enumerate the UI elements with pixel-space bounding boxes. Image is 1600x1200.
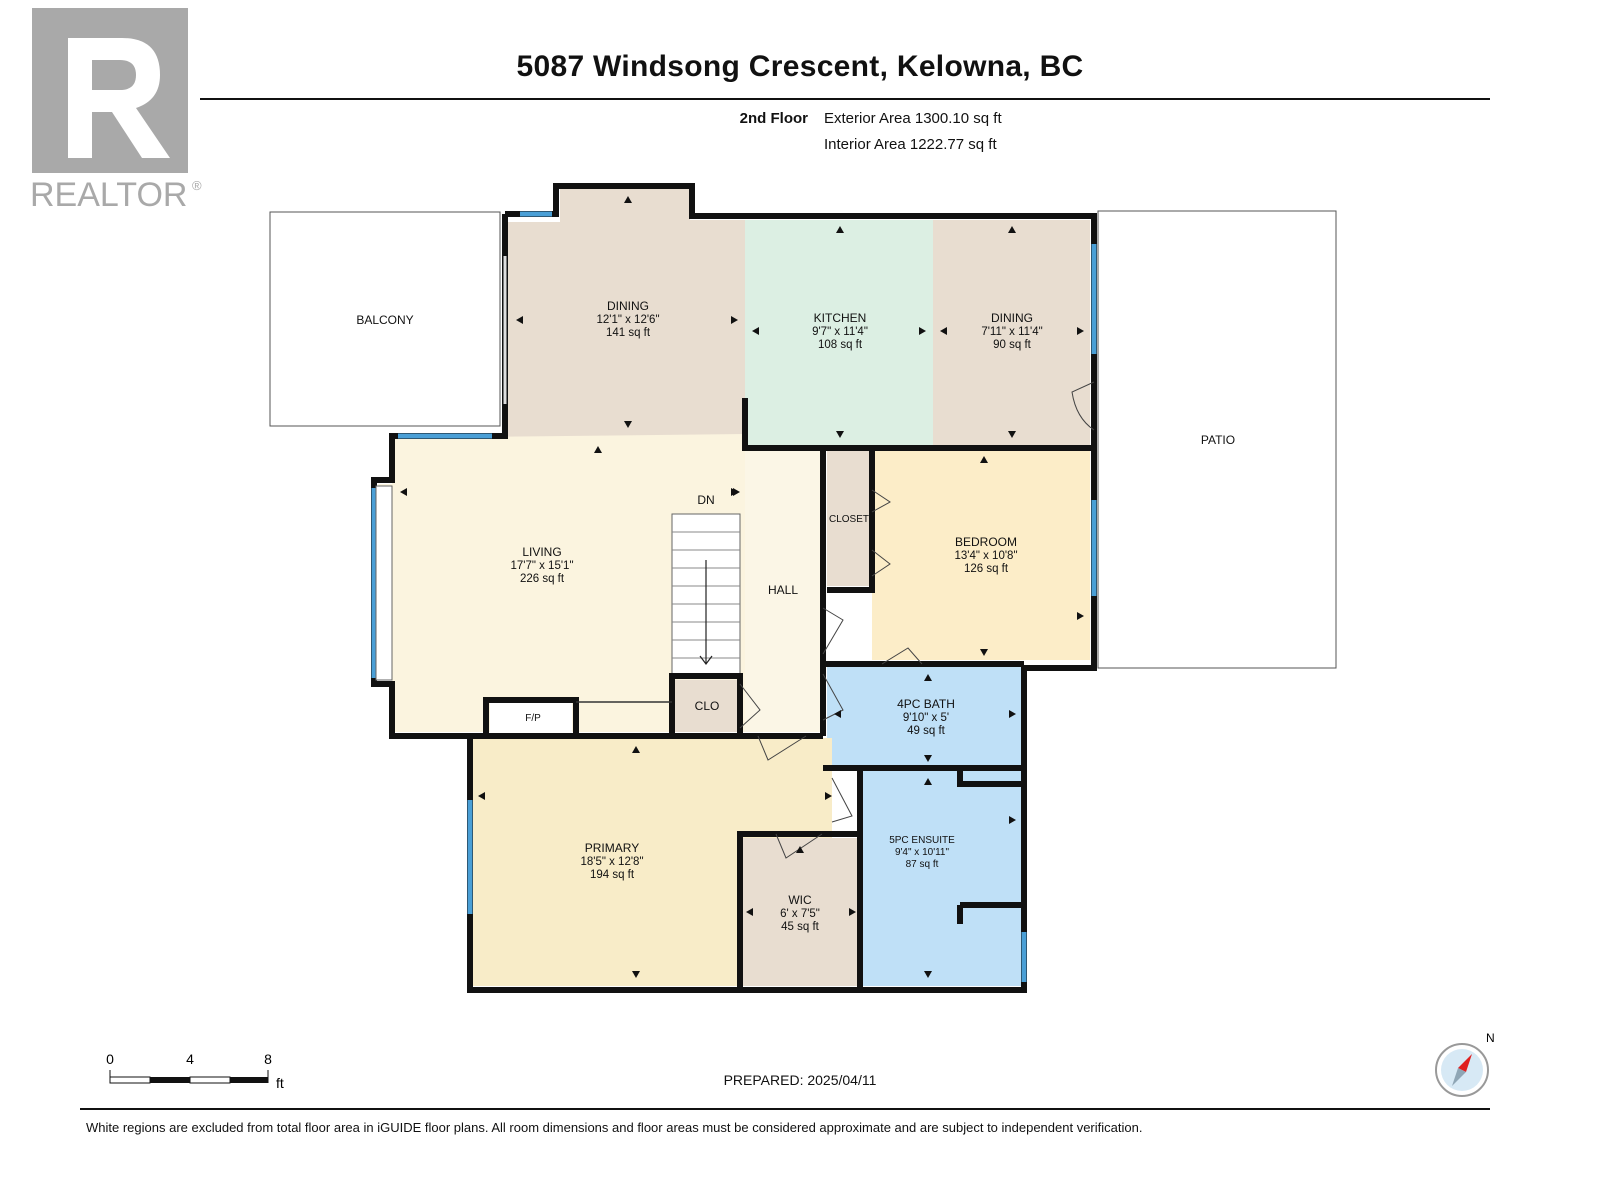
- bath-fill: [827, 666, 1021, 766]
- compass-north-label: N: [1486, 1031, 1495, 1045]
- stairs-down-label: DN: [697, 493, 714, 507]
- bedroom-fill: [872, 450, 1090, 660]
- footer-note: White regions are excluded from total fl…: [86, 1120, 1143, 1135]
- kitchen-fill: [745, 220, 933, 446]
- dining-room-fill: [505, 186, 745, 438]
- scale-bar: 0 4 8 ft: [106, 1051, 284, 1091]
- compass-icon: N: [1435, 1031, 1495, 1097]
- ensuite-area: 87 sq ft: [906, 859, 939, 870]
- hall-fill: [745, 446, 823, 732]
- realtor-logo: REALTOR ®: [30, 8, 210, 218]
- page-title: 5087 Windsong Crescent, Kelowna, BC: [516, 50, 1084, 83]
- living-dims: 17'7" x 15'1": [510, 560, 573, 572]
- footer-rule: [80, 1108, 1490, 1110]
- dining-nook-label: DINING: [991, 311, 1033, 325]
- kitchen-label: KITCHEN: [814, 311, 867, 325]
- dining-nook-area: 90 sq ft: [993, 339, 1032, 351]
- dining-dims: 12'1" x 12'6": [596, 314, 659, 326]
- floor-label: 2nd Floor: [739, 110, 808, 127]
- scale-tick-8: 8: [264, 1051, 272, 1067]
- hall-label: HALL: [768, 583, 798, 597]
- bedroom-label: BEDROOM: [955, 535, 1017, 549]
- ensuite-label: 5PC ENSUITE: [889, 835, 955, 846]
- bath-area: 49 sq ft: [907, 725, 946, 737]
- wic-area: 45 sq ft: [781, 921, 820, 933]
- wic-dims: 6' x 7'5": [780, 908, 820, 920]
- dining-label: DINING: [607, 299, 649, 313]
- fireplace-label: F/P: [525, 713, 541, 724]
- patio-label: PATIO: [1201, 433, 1235, 447]
- interior-area: Interior Area 1222.77 sq ft: [824, 136, 997, 153]
- primary-area: 194 sq ft: [590, 869, 635, 881]
- closet-label: CLOSET: [829, 514, 869, 525]
- living-label: LIVING: [522, 545, 561, 559]
- kitchen-area: 108 sq ft: [818, 339, 863, 351]
- scale-tick-4: 4: [186, 1051, 194, 1067]
- dining-nook-fill: [933, 220, 1090, 446]
- wic-fill: [740, 838, 860, 986]
- living-area: 226 sq ft: [520, 573, 565, 585]
- dimension-markers: [400, 196, 1084, 978]
- dining-area: 141 sq ft: [606, 327, 651, 339]
- bedroom-dims: 13'4" x 10'8": [954, 550, 1017, 562]
- dining-nook-dims: 7'11" x 11'4": [981, 326, 1042, 338]
- kitchen-dims: 9'7" x 11'4": [812, 326, 868, 338]
- stairs: [671, 513, 741, 675]
- bath-label: 4PC BATH: [897, 697, 955, 711]
- header-rule: [200, 98, 1490, 100]
- realtor-logo-registered: ®: [192, 178, 202, 193]
- realtor-logo-mark: REALTOR ®: [30, 8, 202, 214]
- realtor-logo-text: REALTOR: [30, 176, 187, 214]
- exterior-area: Exterior Area 1300.10 sq ft: [824, 110, 1002, 127]
- prepared-date: PREPARED: 2025/04/11: [723, 1072, 877, 1088]
- wic-label: WIC: [788, 893, 812, 907]
- bay-window: [375, 485, 393, 681]
- clo-fill: [674, 680, 740, 732]
- windows: [371, 211, 1097, 982]
- balcony-area: [269, 211, 501, 427]
- scale-unit: ft: [276, 1075, 284, 1091]
- doors: [739, 381, 1095, 859]
- ensuite-dims: 9'4" x 10'11": [895, 847, 950, 858]
- bedroom-area: 126 sq ft: [964, 563, 1009, 575]
- primary-dims: 18'5" x 12'8": [580, 856, 643, 868]
- balcony-label: BALCONY: [356, 313, 413, 327]
- bath-dims: 9'10" x 5': [903, 712, 949, 724]
- fireplace-fill: [490, 700, 572, 732]
- primary-label: PRIMARY: [585, 841, 639, 855]
- patio-area: [1097, 210, 1337, 669]
- ensuite-fill: [860, 770, 1021, 986]
- scale-tick-0: 0: [106, 1051, 114, 1067]
- closet-fill: [827, 450, 872, 586]
- clo-label: CLO: [695, 699, 720, 713]
